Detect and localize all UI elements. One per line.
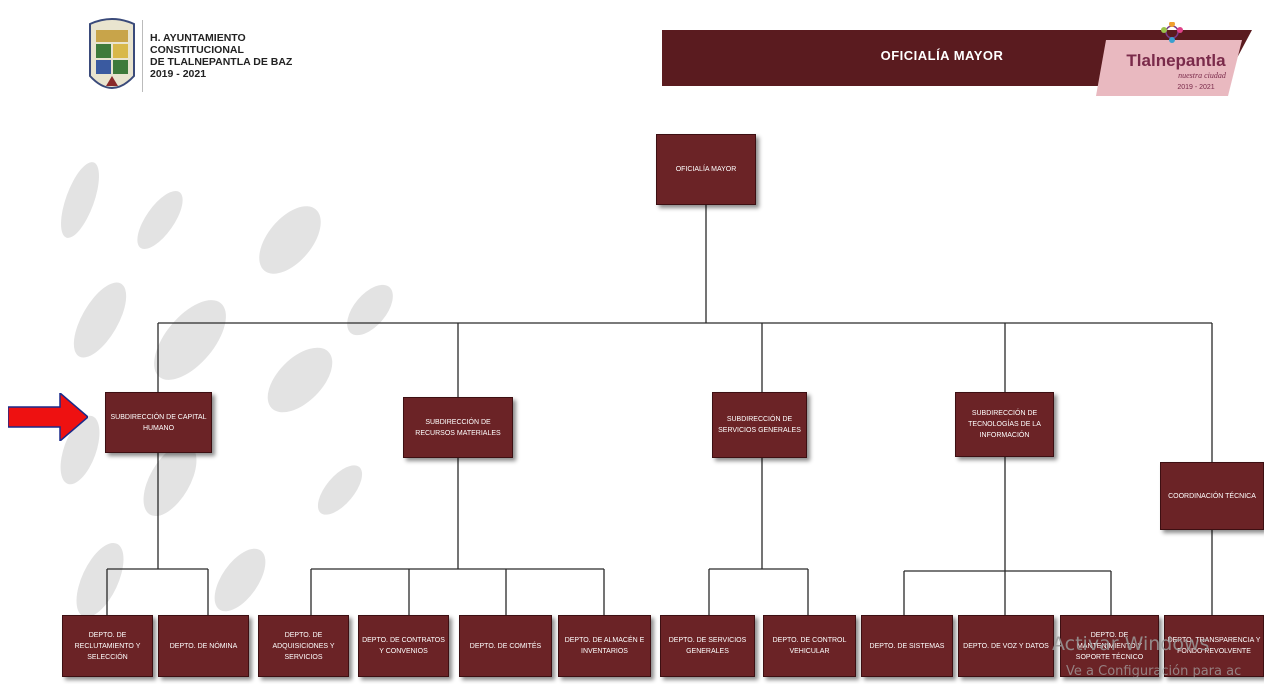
institution-line: 2019 - 2021 (150, 68, 207, 80)
org-node-servicios-generales: SUBDIRECCIÓN DE SERVICIOS GENERALES (712, 392, 807, 458)
org-node-depto: DEPTO. DE MANTENIMIENTO Y SOPORTE TÉCNIC… (1060, 615, 1159, 677)
header-divider (142, 20, 143, 92)
logo-years: 2019 - 2021 (1177, 84, 1214, 91)
org-node-depto: DEPTO. DE SISTEMAS (861, 615, 953, 677)
org-node-coordinacion-tecnica: COORDINACIÓN TÉCNICA (1160, 462, 1264, 530)
institution-name: H. AYUNTAMIENTO CONSTITUCIONAL DE TLALNE… (150, 32, 292, 80)
org-node-depto: DEPTO. DE RECLUTAMIENTO Y SELECCIÓN (62, 615, 153, 677)
org-node-capital-humano: SUBDIRECCIÓN DE CAPITAL HUMANO (105, 392, 212, 453)
municipal-seal-icon (89, 18, 135, 89)
org-node-root: OFICIALÍA MAYOR (656, 134, 756, 205)
red-arrow-icon (8, 393, 88, 441)
logo-name: Tlalnepantla (1126, 51, 1226, 70)
org-node-recursos-materiales: SUBDIRECCIÓN DE RECURSOS MATERIALES (403, 397, 513, 458)
org-node-depto: DEPTO. DE VOZ Y DATOS (958, 615, 1054, 677)
institution-line: DE TLALNEPANTLA DE BAZ (150, 56, 293, 68)
leaf-watermark (60, 162, 393, 618)
org-node-depto: DEPTO. DE ALMACÉN E INVENTARIOS (558, 615, 651, 677)
flower-icon (1161, 22, 1183, 43)
institution-line: H. AYUNTAMIENTO (150, 32, 246, 44)
institution-line: CONSTITUCIONAL (150, 44, 244, 56)
activation-watermark: Activar Windows (1052, 633, 1210, 655)
tlalnepantla-logo: Tlalnepantla nuestra ciudad 2019 - 2021 (1096, 22, 1242, 96)
org-node-depto: DEPTO. DE CONTRATOS Y CONVENIOS (358, 615, 449, 677)
org-node-depto: DEPTO. TRANSPARENCIA Y FONDO REVOLVENTE (1164, 615, 1264, 677)
org-node-depto: DEPTO. DE SERVICIOS GENERALES (660, 615, 755, 677)
org-node-tecnologias: SUBDIRECCIÓN DE TECNOLOGÍAS DE LA INFORM… (955, 392, 1054, 457)
banner-title: OFICIALÍA MAYOR (880, 48, 1004, 63)
org-node-depto: DEPTO. DE ADQUISICIONES Y SERVICIOS (258, 615, 349, 677)
activation-watermark-sub: Ve a Configuración para ac (1066, 664, 1242, 679)
org-node-depto: DEPTO. DE NÓMINA (158, 615, 249, 677)
logo-tagline: nuestra ciudad (1178, 71, 1227, 80)
org-node-depto: DEPTO. DE CONTROL VEHICULAR (763, 615, 856, 677)
org-node-depto: DEPTO. DE COMITÉS (459, 615, 552, 677)
